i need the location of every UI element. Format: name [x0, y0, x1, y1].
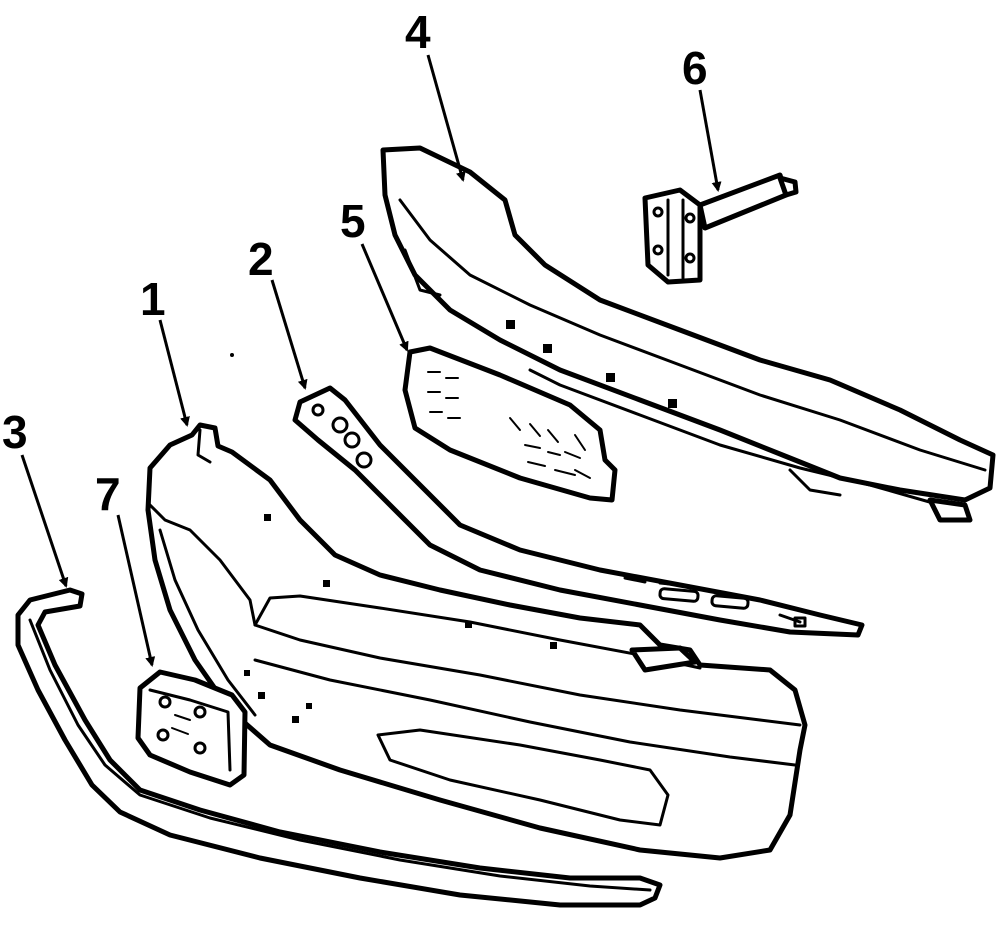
part-2-support-bracket — [292, 385, 865, 638]
callout-7: 7 — [95, 468, 121, 520]
callout-4: 4 — [405, 6, 431, 58]
callout-1: 1 — [140, 273, 166, 325]
callout-6: 6 — [682, 42, 708, 94]
leader-6 — [698, 89, 722, 192]
callout-3: 3 — [2, 406, 28, 458]
leader-1 — [158, 319, 190, 427]
leader-2 — [270, 279, 308, 390]
callout-labels: 1 2 3 4 5 6 7 — [2, 6, 708, 520]
part-1-bumper-cover — [145, 422, 808, 861]
stray-dot — [230, 353, 234, 357]
callout-5: 5 — [340, 195, 366, 247]
part-3-lower-strip — [15, 587, 663, 908]
callout-2: 2 — [248, 233, 274, 285]
part-5-mounting-panel — [402, 345, 618, 503]
leader-4 — [426, 54, 466, 182]
leader-lines — [20, 54, 722, 667]
part-7-plate-bracket — [135, 669, 248, 788]
part-4-reinforcement-bar — [380, 145, 996, 523]
part-6-isolator — [642, 172, 799, 285]
leader-3 — [20, 454, 69, 588]
leader-7 — [116, 514, 156, 667]
leader-5 — [360, 243, 409, 352]
